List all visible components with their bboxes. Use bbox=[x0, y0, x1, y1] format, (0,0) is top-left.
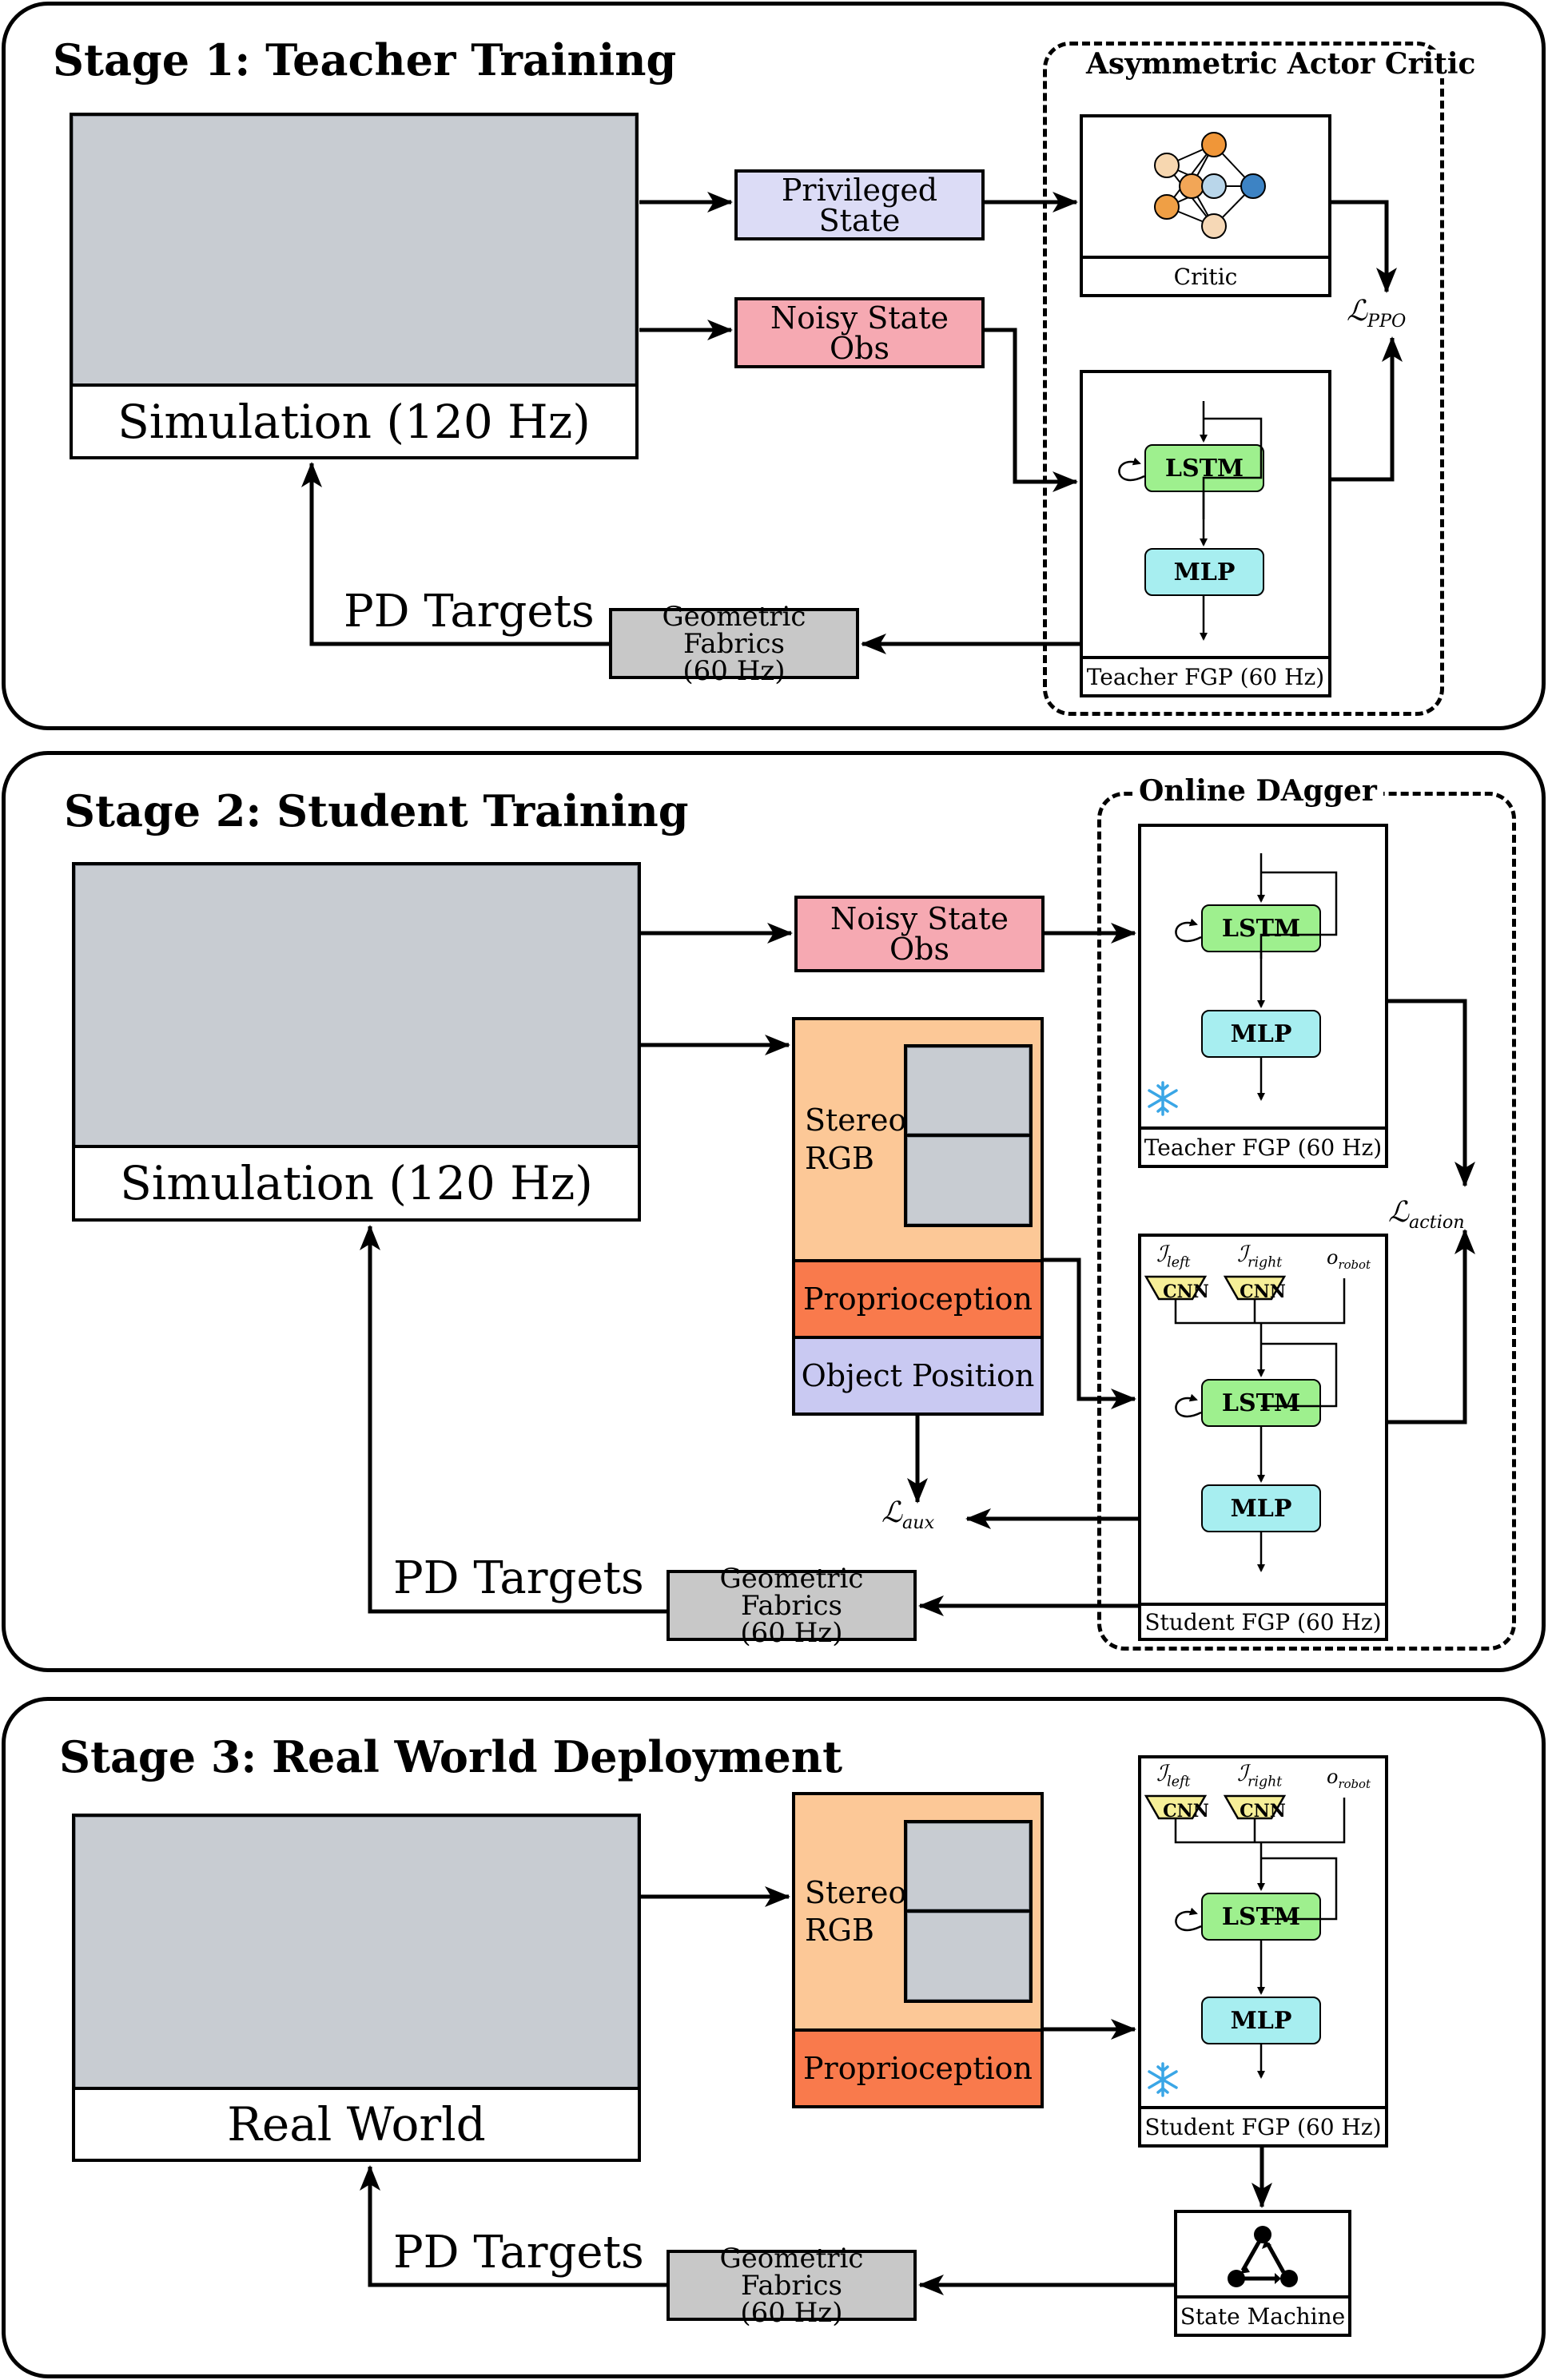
online-dagger-title: Online DAgger bbox=[1132, 777, 1383, 805]
cnn-left-label: CNN bbox=[1163, 1801, 1209, 1822]
noisy-state-obs-box: Noisy State Obs bbox=[734, 297, 985, 368]
cnn-trapezoid-icon bbox=[1144, 1794, 1208, 1820]
lstm-module: LSTM bbox=[1201, 1893, 1321, 1941]
state-machine-icon bbox=[1228, 2226, 1298, 2287]
stage3-geometric-fabrics-box: Geometric Fabrics (60 Hz) bbox=[667, 2245, 917, 2326]
student-fgp-label: Student FGP (60 Hz) bbox=[1141, 1603, 1385, 1638]
stage1-title: Stage 1: Teacher Training bbox=[53, 34, 677, 85]
simulation-caption: Simulation (120 Hz) bbox=[75, 1145, 638, 1218]
stage1-pd-targets-label: PD Targets bbox=[344, 586, 595, 638]
cnn-trapezoid-icon bbox=[1223, 1275, 1287, 1301]
stage1-geometric-fabrics-box: Geometric Fabrics (60 Hz) bbox=[609, 603, 859, 685]
i-left-label: ℐleft bbox=[1156, 1241, 1191, 1271]
student-fgp-network: Student FGP (60 Hz) bbox=[1138, 1234, 1388, 1641]
object-position-box: Object Position bbox=[792, 1336, 1044, 1416]
loop-arrow-icon bbox=[1118, 457, 1145, 482]
cnn-trapezoid-icon bbox=[1144, 1275, 1208, 1301]
i-right-label: ℐright bbox=[1237, 1241, 1283, 1271]
fabrics-line2: (60 Hz) bbox=[682, 654, 786, 687]
stage2-title: Stage 2: Student Training bbox=[64, 785, 689, 836]
lstm-module: LSTM bbox=[1201, 1379, 1321, 1427]
asymmetric-actor-critic-title: Asymmetric Actor Critic bbox=[1081, 50, 1481, 78]
state-machine-box: State Machine bbox=[1174, 2210, 1351, 2337]
loss-aux-label: ℒaux bbox=[881, 1496, 935, 1534]
fabrics-line1: Geometric Fabrics bbox=[662, 600, 806, 660]
simulation-image bbox=[73, 116, 635, 390]
o-robot-label: orobot bbox=[1327, 1246, 1371, 1272]
mlp-module: MLP bbox=[1201, 1484, 1321, 1532]
stage3-title: Stage 3: Real World Deployment bbox=[59, 1731, 843, 1782]
fabrics-line2: (60 Hz) bbox=[740, 1616, 843, 1649]
mlp-module: MLP bbox=[1144, 548, 1264, 596]
stage3-pd-targets-label: PD Targets bbox=[393, 2227, 644, 2279]
proprioception-box: Proprioception bbox=[792, 2028, 1044, 2108]
fabrics-line1: Geometric Fabrics bbox=[719, 2242, 864, 2302]
loss-action-label: ℒaction bbox=[1388, 1196, 1465, 1234]
snowflake-icon bbox=[1148, 2062, 1178, 2097]
real-world-scene: Real World bbox=[72, 1814, 641, 2162]
neural-network-icon bbox=[1154, 132, 1266, 239]
critic-label: Critic bbox=[1083, 256, 1328, 294]
mlp-module: MLP bbox=[1201, 1010, 1321, 1058]
fabrics-line2: (60 Hz) bbox=[740, 2296, 843, 2329]
cnn-left-label: CNN bbox=[1163, 1281, 1209, 1302]
stereo-rgb-label: Stereo RGB bbox=[805, 1103, 907, 1176]
i-left-label: ℐleft bbox=[1156, 1760, 1191, 1790]
i-right-label: ℐright bbox=[1237, 1760, 1283, 1790]
teacher-fgp-label: Teacher FGP (60 Hz) bbox=[1083, 656, 1328, 694]
loss-ppo-label: ℒPPO bbox=[1347, 295, 1407, 332]
mlp-module: MLP bbox=[1201, 1997, 1321, 2044]
stereo-camera-images bbox=[904, 1044, 1033, 1227]
snowflake-icon bbox=[1148, 1081, 1178, 1116]
simulation-image bbox=[75, 865, 638, 1151]
cnn-trapezoid-icon bbox=[1223, 1794, 1287, 1820]
real-world-image bbox=[75, 1817, 638, 2093]
privileged-state-box: Privileged State bbox=[734, 169, 985, 240]
simulation-caption: Simulation (120 Hz) bbox=[73, 383, 635, 456]
stage2-geometric-fabrics-box: Geometric Fabrics (60 Hz) bbox=[667, 1565, 917, 1647]
fabrics-line1: Geometric Fabrics bbox=[719, 1562, 864, 1622]
stage2-pd-targets-label: PD Targets bbox=[393, 1552, 644, 1604]
state-machine-label: State Machine bbox=[1177, 2295, 1348, 2334]
stereo-camera-images bbox=[904, 1820, 1033, 2003]
teacher-fgp-network: Teacher FGP (60 Hz) bbox=[1080, 370, 1331, 697]
teacher-fgp-network: Teacher FGP (60 Hz) bbox=[1138, 824, 1388, 1168]
loop-arrow-icon bbox=[1175, 1393, 1202, 1418]
real-world-caption: Real World bbox=[75, 2087, 638, 2159]
stage2-simulation: Simulation (120 Hz) bbox=[72, 862, 641, 1222]
loop-arrow-icon bbox=[1175, 1907, 1202, 1932]
asymmetric-actor-critic-group bbox=[1043, 42, 1444, 716]
noisy-state-obs-box: Noisy State Obs bbox=[794, 896, 1045, 972]
cnn-right-label: CNN bbox=[1240, 1281, 1286, 1302]
critic-network: Critic bbox=[1080, 114, 1331, 297]
student-fgp-network: Student FGP (60 Hz) bbox=[1138, 1755, 1388, 2148]
student-fgp-label: Student FGP (60 Hz) bbox=[1141, 2106, 1385, 2144]
loop-arrow-icon bbox=[1175, 918, 1202, 943]
cnn-right-label: CNN bbox=[1240, 1801, 1286, 1822]
o-robot-label: orobot bbox=[1327, 1766, 1371, 1791]
stage1-simulation: Simulation (120 Hz) bbox=[70, 113, 639, 459]
teacher-fgp-label: Teacher FGP (60 Hz) bbox=[1141, 1126, 1385, 1165]
